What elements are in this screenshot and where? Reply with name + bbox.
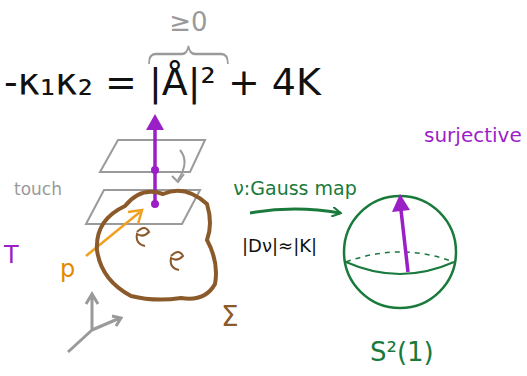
surface-name: Σ [221,302,239,333]
lower-plane [86,190,200,224]
sphere-name: S²(1) [370,338,434,367]
map-label: ν:Gauss map [231,178,358,199]
bound-note: ≥0 [169,8,207,37]
surface-region: Σ [85,180,250,340]
edge-letter: T [4,242,19,268]
sphere [344,196,456,308]
sphere-normal [401,210,408,272]
equation: -κ₁κ₂ = |Å|² + 4K [4,62,321,104]
sphere-equator [346,262,454,274]
point-arrow-head [128,210,142,224]
sphere-equator-back [346,252,454,262]
touch-note: touch [14,180,62,199]
estimate-note: |Dν|≈|K| [242,236,317,256]
plane-arrow-head [172,174,184,182]
property-note: surjective [424,124,522,146]
sphere-normal-head [392,194,410,212]
axes [68,294,121,352]
contact-dot [151,200,159,208]
map-arrow [250,209,340,213]
normal-arrow-head [146,114,164,130]
contact-dot [151,166,159,174]
curvature-marks [137,228,183,270]
point-arrow [86,212,140,256]
surface-outline [97,191,216,300]
point-label: p [60,256,75,282]
unit-sphere: S²(1) [340,192,460,372]
